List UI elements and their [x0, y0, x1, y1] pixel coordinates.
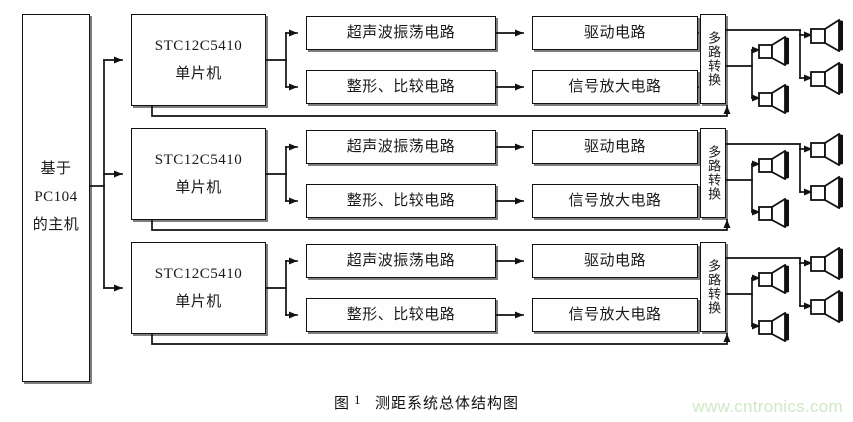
host-label-line1: 基于 [40, 161, 72, 178]
driver-circuit-row2[interactable]: 驱动电路 [532, 130, 698, 164]
watermark: www.cntronics.com [692, 397, 843, 416]
mcu-part-number-row1: STC12C5410 [154, 37, 243, 54]
mcu-box-row1[interactable]: STC12C5410 单片机 [131, 14, 266, 106]
driver-circuit-row1[interactable]: 驱动电路 [532, 16, 698, 50]
multiplexer-box-row2[interactable]: 多路转换 [700, 128, 726, 218]
transducer-icon-row2-inner-bottom [758, 198, 798, 228]
transducer-icon-row1-inner-top [758, 36, 798, 66]
driver-circuit-row3[interactable]: 驱动电路 [532, 244, 698, 278]
signal-amplifier-circuit-row2[interactable]: 信号放大电路 [532, 184, 698, 218]
mcu-part-number-row3: STC12C5410 [154, 265, 243, 282]
signal-amplifier-circuit-row3[interactable]: 信号放大电路 [532, 298, 698, 332]
mcu-box-row2[interactable]: STC12C5410 单片机 [131, 128, 266, 220]
transducer-icon-row3-outer-bottom [810, 290, 853, 323]
transducer-icon-row1-outer-top [810, 19, 853, 52]
transducer-icon-row2-outer-bottom [810, 176, 853, 209]
mcu-label-row3: STC12C5410 单片机 [155, 260, 243, 317]
mcu-box-row3[interactable]: STC12C5410 单片机 [131, 242, 266, 334]
shaper-comparator-circuit-row2[interactable]: 整形、比较电路 [306, 184, 496, 218]
host-computer-box[interactable]: 基于 PC104 的主机 [22, 14, 90, 382]
multiplexer-box-row1[interactable]: 多路转换 [700, 14, 726, 104]
host-label-line2: PC104 [34, 189, 78, 206]
transducer-icon-row3-inner-bottom [758, 312, 798, 342]
transducer-icon-row1-inner-bottom [758, 84, 798, 114]
oscillator-circuit-row3[interactable]: 超声波振荡电路 [306, 244, 496, 278]
signal-amplifier-circuit-row1[interactable]: 信号放大电路 [532, 70, 698, 104]
transducer-icon-row2-outer-top [810, 133, 853, 166]
oscillator-circuit-row1[interactable]: 超声波振荡电路 [306, 16, 496, 50]
figure-caption-number: 1 [354, 392, 362, 407]
transducer-icon-row2-inner-top [758, 150, 798, 180]
mcu-type-row3: 单片机 [175, 294, 222, 310]
mcu-label-row2: STC12C5410 单片机 [155, 146, 243, 203]
transducer-icon-row3-outer-top [810, 247, 853, 280]
host-label-line3: 的主机 [32, 216, 80, 233]
shaper-comparator-circuit-row3[interactable]: 整形、比较电路 [306, 298, 496, 332]
oscillator-circuit-row2[interactable]: 超声波振荡电路 [306, 130, 496, 164]
mcu-type-row2: 单片机 [175, 180, 222, 196]
multiplexer-box-row3[interactable]: 多路转换 [700, 242, 726, 332]
transducer-icon-row3-inner-top [758, 264, 798, 294]
shaper-comparator-circuit-row1[interactable]: 整形、比较电路 [306, 70, 496, 104]
transducer-icon-row1-outer-bottom [810, 62, 853, 95]
figure-caption-text: 测距系统总体结构图 [375, 396, 520, 412]
host-label: 基于 PC104 的主机 [33, 156, 80, 239]
figure-caption-prefix: 图 [333, 396, 350, 412]
mcu-type-row1: 单片机 [175, 66, 222, 82]
mcu-part-number-row2: STC12C5410 [154, 151, 243, 168]
mcu-label-row1: STC12C5410 单片机 [155, 32, 243, 89]
